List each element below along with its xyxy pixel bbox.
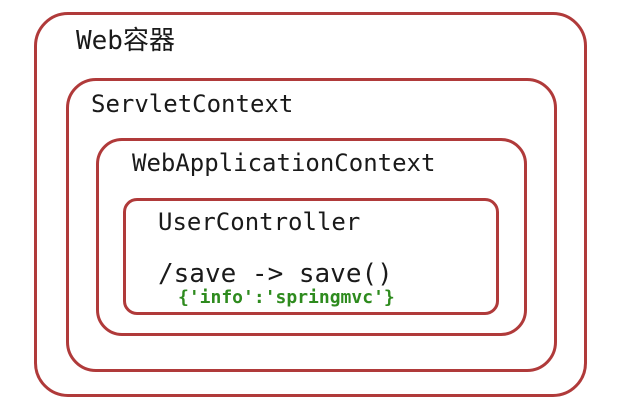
user-controller-box [123, 198, 499, 315]
servlet-context-label: ServletContext [91, 90, 294, 118]
response-result-label: {'info':'springmvc'} [178, 287, 395, 308]
user-controller-label: UserController [158, 208, 361, 236]
web-application-context-label: WebApplicationContext [132, 149, 436, 177]
web-container-label: Web容器 [76, 26, 175, 56]
request-mapping-label: /save -> save() [158, 259, 393, 289]
